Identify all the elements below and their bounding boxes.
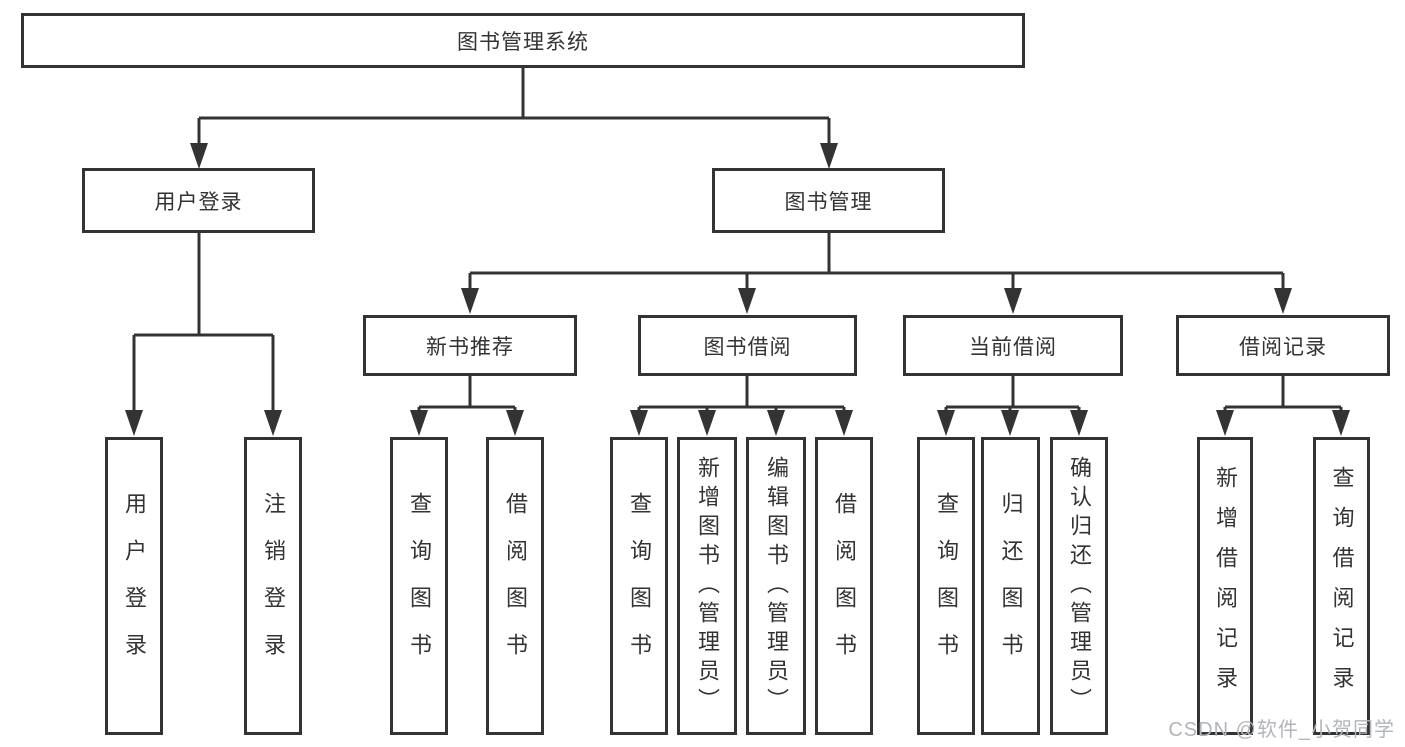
leaf-recommend-query-book: 查询图书 bbox=[390, 437, 448, 735]
leaf-add-borrow-record: 新增借阅记录 bbox=[1197, 437, 1253, 735]
node-root: 图书管理系统 bbox=[21, 13, 1025, 68]
leaf-user-login: 用户登录 bbox=[105, 437, 163, 735]
connector-book-borrow-to-leaves bbox=[630, 376, 853, 436]
leaf-confirm-return-admin: 确认归还（管理员） bbox=[1050, 437, 1108, 735]
connector-root-to-level2 bbox=[190, 68, 838, 169]
node-book-borrow: 图书借阅 bbox=[638, 315, 857, 376]
connector-user-login-to-leaves bbox=[125, 233, 282, 436]
leaf-add-book-admin: 新增图书（管理员） bbox=[677, 437, 737, 735]
leaf-recommend-borrow-book: 借阅图书 bbox=[486, 437, 544, 735]
node-current-borrow: 当前借阅 bbox=[903, 315, 1123, 376]
leaf-borrow-borrow-book: 借阅图书 bbox=[815, 437, 873, 735]
connector-new-book-recommend-to-leaves bbox=[410, 376, 524, 436]
connector-borrow-record-to-leaves bbox=[1216, 376, 1350, 436]
leaf-logout: 注销登录 bbox=[244, 437, 302, 735]
node-borrow-record: 借阅记录 bbox=[1176, 315, 1390, 376]
node-new-book-recommend: 新书推荐 bbox=[363, 315, 577, 376]
connector-current-borrow-to-leaves bbox=[937, 376, 1088, 436]
leaf-query-borrow-record: 查询借阅记录 bbox=[1313, 437, 1370, 735]
leaf-edit-book-admin: 编辑图书（管理员） bbox=[746, 437, 806, 735]
connector-book-management-to-level3 bbox=[461, 233, 1292, 314]
node-user-login: 用户登录 bbox=[82, 168, 315, 233]
leaf-return-book: 归还图书 bbox=[981, 437, 1040, 735]
node-book-management: 图书管理 bbox=[712, 168, 945, 233]
watermark: CSDN @软件_小贺同学 bbox=[1168, 719, 1395, 741]
leaf-borrow-query-book: 查询图书 bbox=[610, 437, 668, 735]
leaf-current-query-book: 查询图书 bbox=[917, 437, 975, 735]
